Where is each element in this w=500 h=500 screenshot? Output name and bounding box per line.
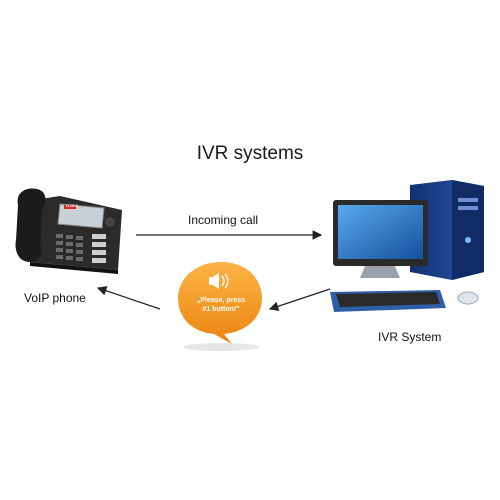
voice-prompt-bubble (178, 262, 262, 351)
incoming-call-label: Incoming call (188, 213, 259, 227)
prompt-line-1: „Please, press (196, 297, 246, 304)
speaker-icon (209, 273, 229, 289)
voip-phone-icon (15, 188, 122, 274)
diagram-title: IVR systems (196, 143, 304, 164)
voip-phone-label: VoIP phone (24, 291, 86, 305)
prompt-line-2: #1 button!" (202, 306, 240, 313)
phone-brand-text: OZEKI (66, 203, 79, 208)
ivr-system-label: IVR System (378, 330, 442, 344)
ivr-to-prompt-arrow (268, 288, 331, 311)
computer-icon (330, 180, 484, 312)
prompt-text: „Please, press #1 button!" (183, 296, 259, 314)
prompt-to-phone-arrow (96, 286, 161, 310)
